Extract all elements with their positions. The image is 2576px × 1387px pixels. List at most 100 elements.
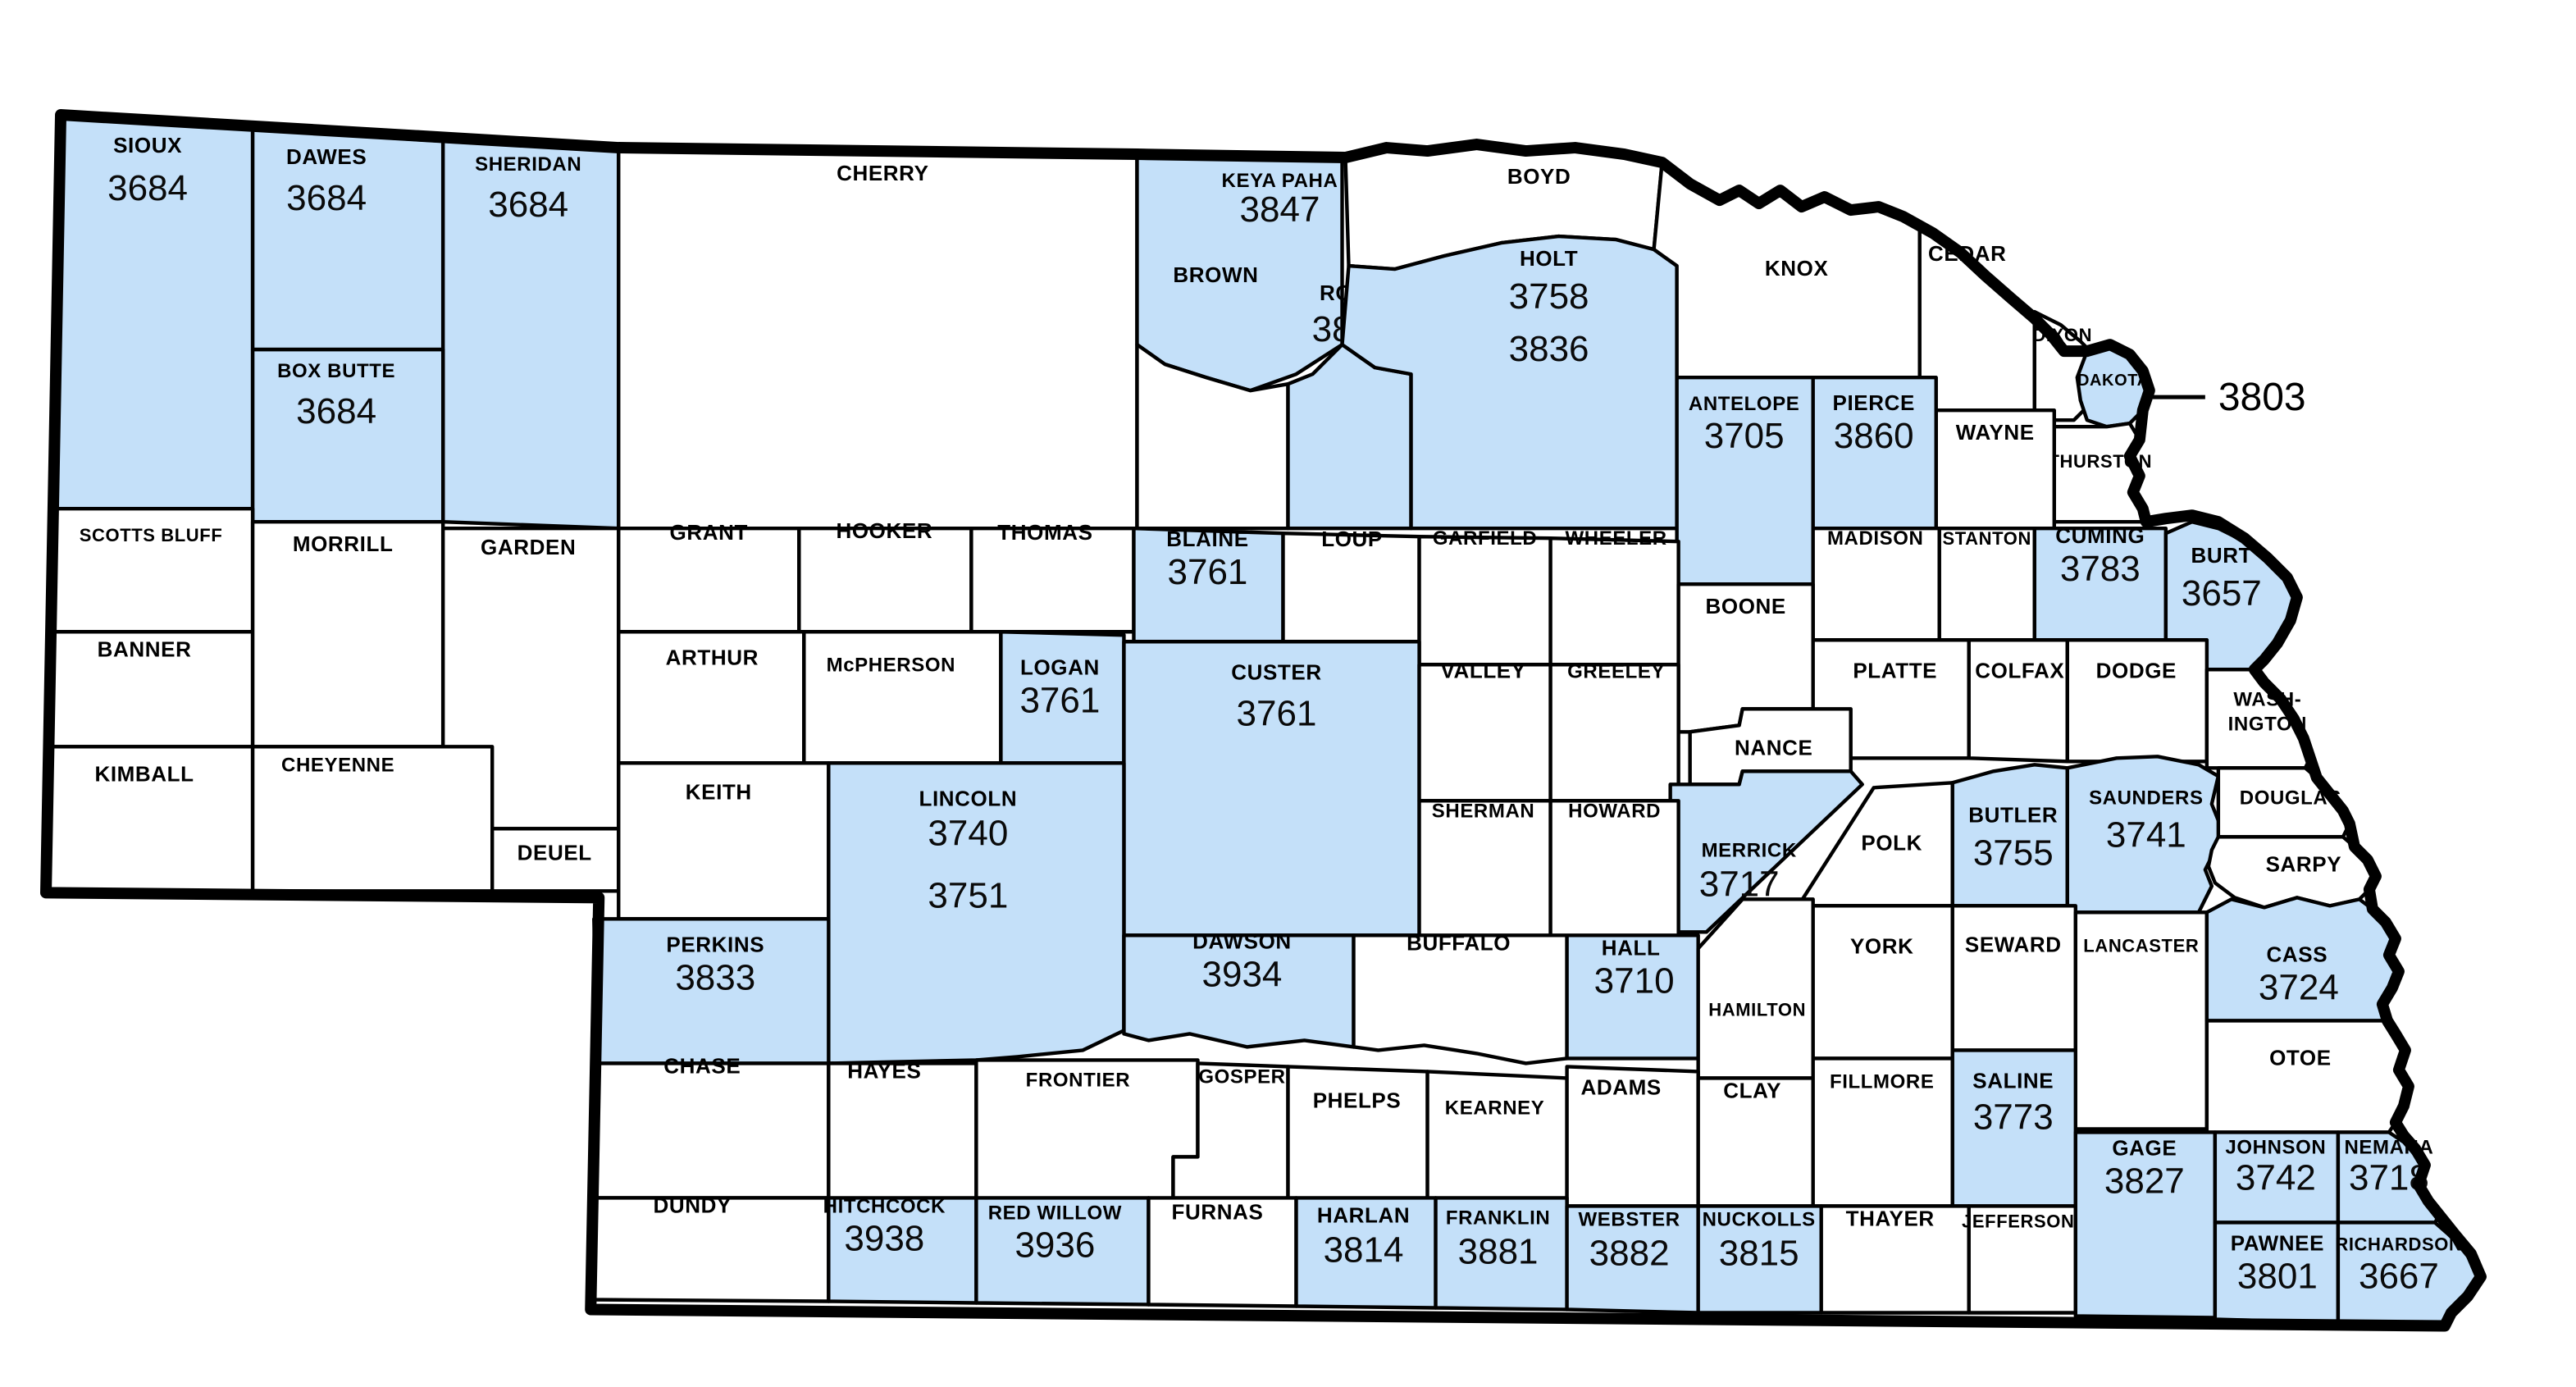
county-label-box-butte: BOX BUTTE xyxy=(277,360,395,382)
county-label-nance: NANCE xyxy=(1735,735,1812,760)
county-label-lincoln: LINCOLN xyxy=(919,786,1018,810)
county-greeley xyxy=(1548,663,1680,803)
county-label-keya-paha: KEYA PAHA xyxy=(1222,170,1338,192)
county-code-saunders: 3741 xyxy=(2106,814,2186,855)
county-mcpherson xyxy=(802,630,1003,765)
county-label-sioux: SIOUX xyxy=(113,133,182,157)
county-label-hooker: HOOKER xyxy=(836,518,932,543)
county-label-chase: CHASE xyxy=(663,1053,741,1078)
county-label-deuel: DEUEL xyxy=(517,840,592,865)
county-code-burt: 3657 xyxy=(2182,573,2262,614)
county-code-webster: 3882 xyxy=(1589,1233,1670,1273)
county-label-gosper: GOSPER xyxy=(1198,1065,1285,1088)
county-label-mcpherson: McPHERSON xyxy=(827,654,955,676)
county-label-greeley: GREELEY xyxy=(1567,660,1665,682)
county-code-saline: 3773 xyxy=(1973,1097,2054,1137)
county-label-scotts-bluff: SCOTTS BLUFF xyxy=(80,525,223,545)
county-label-harlan: HARLAN xyxy=(1317,1202,1410,1227)
county-label-dawes: DAWES xyxy=(286,144,367,169)
county-label-richardson: RICHARDSON xyxy=(2335,1234,2462,1254)
county-code-sioux: 3684 xyxy=(107,168,188,208)
state-border xyxy=(40,109,2487,1332)
county-label-garfield: GARFIELD xyxy=(1433,527,1537,550)
county-label-franklin: FRANKLIN xyxy=(1446,1207,1550,1229)
county-code-keya-paha: 3847 xyxy=(1240,189,1320,230)
county-label-adams: ADAMS xyxy=(1580,1074,1661,1099)
county-label-keith: KEITH xyxy=(686,779,752,804)
county-code-red-willow: 3936 xyxy=(1014,1225,1095,1265)
county-label-saline: SALINE xyxy=(1972,1068,2054,1093)
county-code-perkins: 3833 xyxy=(675,957,755,997)
county-label-dawson: DAWSON xyxy=(1192,928,1292,953)
county-code-lincoln: 3740 xyxy=(928,813,1008,853)
county-label-otoe: OTOE xyxy=(2269,1045,2332,1070)
county-label-wayne: WAYNE xyxy=(1956,420,2035,445)
callout-code-label: 3803 xyxy=(2218,376,2306,419)
county-label-hall: HALL xyxy=(1602,935,1661,960)
county-code-holt-2: 3836 xyxy=(1509,329,1589,369)
county-howard xyxy=(1548,799,1680,938)
county-code-gage: 3827 xyxy=(2104,1161,2185,1201)
county-label-clay: CLAY xyxy=(1723,1078,1781,1102)
county-kearney xyxy=(1425,1070,1569,1203)
county-custer xyxy=(1122,640,1421,938)
county-label-thayer: THAYER xyxy=(1846,1206,1935,1230)
county-label-dodge: DODGE xyxy=(2096,658,2177,682)
county-code-hitchcock: 3938 xyxy=(844,1218,924,1258)
county-label-merrick: MERRICK xyxy=(1702,839,1797,861)
county-label-banner: BANNER xyxy=(98,636,192,661)
county-hayes xyxy=(827,1061,978,1203)
county-hamilton xyxy=(1696,897,1815,1080)
county-wheeler xyxy=(1548,536,1680,667)
county-label-kimball: KIMBALL xyxy=(94,761,194,786)
county-code-holt: 3758 xyxy=(1509,276,1589,317)
county-label-cass: CASS xyxy=(2267,942,2328,966)
county-label-nuckolls: NUCKOLLS xyxy=(1703,1208,1816,1230)
county-label-phelps: PHELPS xyxy=(1313,1088,1402,1112)
county-label-kearney: KEARNEY xyxy=(1445,1097,1545,1119)
county-label-morrill: MORRILL xyxy=(293,532,394,556)
county-label-polk: POLK xyxy=(1861,830,1922,855)
county-label-saunders: SAUNDERS xyxy=(2089,787,2204,809)
county-code-custer: 3761 xyxy=(1237,693,1317,733)
county-label-cuming: CUMING xyxy=(2055,523,2145,548)
county-label-pierce: PIERCE xyxy=(1833,390,1915,415)
county-code-logan: 3761 xyxy=(1019,680,1100,720)
county-valley xyxy=(1417,663,1552,803)
county-label-sherman: SHERMAN xyxy=(1432,800,1535,822)
county-label-cherry: CHERRY xyxy=(837,161,928,185)
county-garfield xyxy=(1417,535,1552,667)
county-label-boyd: BOYD xyxy=(1507,164,1571,189)
county-label-dakota: DAKOTA xyxy=(2077,372,2150,390)
county-label-burt: BURT xyxy=(2191,543,2253,568)
county-code-richardson: 3667 xyxy=(2359,1256,2439,1296)
county-label-custer: CUSTER xyxy=(1231,659,1322,684)
county-code-antelope: 3705 xyxy=(1704,416,1785,456)
county-label-madison: MADISON xyxy=(1827,527,1924,550)
county-code-box-butte: 3684 xyxy=(296,391,376,431)
county-label-antelope: ANTELOPE xyxy=(1689,393,1799,415)
county-label-stanton: STANTON xyxy=(1943,528,2032,549)
county-code-sheridan: 3684 xyxy=(488,185,568,225)
county-york xyxy=(1811,904,1954,1061)
county-label-johnson: JOHNSON xyxy=(2225,1136,2326,1158)
county-code-nuckolls: 3815 xyxy=(1719,1233,1799,1273)
dakota-code-callout: 3803 xyxy=(2152,376,2306,419)
county-chase xyxy=(592,1061,831,1200)
county-label-knox: KNOX xyxy=(1765,256,1829,281)
county-code-dawes: 3684 xyxy=(286,178,367,218)
county-label-blaine: BLAINE xyxy=(1166,527,1248,551)
county-seward xyxy=(1950,904,2078,1052)
county-code-harlan: 3814 xyxy=(1324,1230,1404,1270)
county-phelps xyxy=(1286,1065,1429,1203)
county-label-wheeler: WHEELER xyxy=(1566,527,1667,550)
county-label-perkins: PERKINS xyxy=(666,932,764,956)
county-label-grant: GRANT xyxy=(670,520,748,545)
county-label-seward: SEWARD xyxy=(1965,932,2062,956)
county-label-sheridan: SHERIDAN xyxy=(475,153,581,176)
county-label-holt: HOLT xyxy=(1520,246,1578,271)
county-label-platte: PLATTE xyxy=(1853,658,1937,682)
county-label-howard: HOWARD xyxy=(1568,800,1661,822)
county-label-colfax: COLFAX xyxy=(1975,658,2064,682)
